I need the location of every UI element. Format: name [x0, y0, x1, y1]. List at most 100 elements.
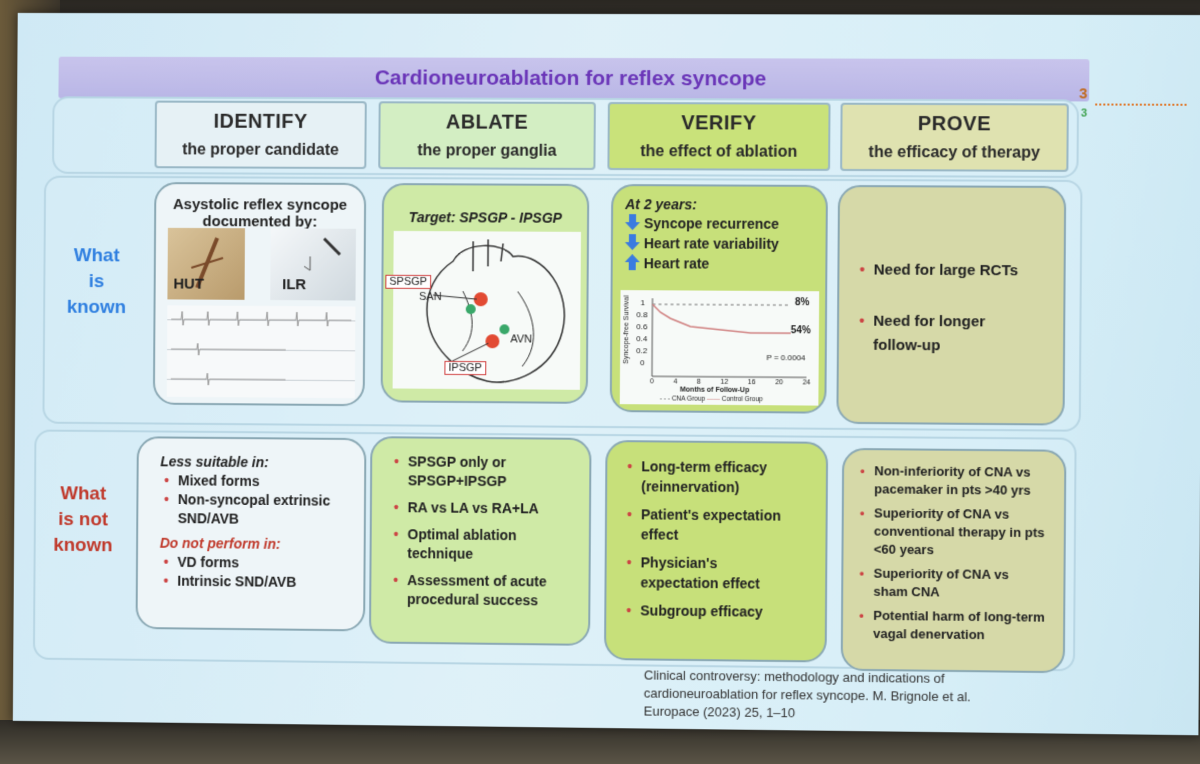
hut-label: HUT [173, 275, 204, 293]
xtick: 4 [673, 378, 678, 386]
heart-diagram: SPSGP SAN AVN IPSGP [385, 230, 581, 390]
ablate-unknown-1: SPSGP only or SPSGP+IPSGP [394, 452, 558, 491]
spsgp-site [474, 292, 489, 307]
header-ablate: ABLATE the proper ganglia [378, 101, 596, 170]
chart-xlabel: Months of Follow-Up [679, 386, 750, 395]
header-ablate-title: ABLATE [445, 111, 529, 134]
header-verify-title: VERIFY [681, 112, 757, 135]
citation: Clinical controversy: methodology and in… [644, 666, 1067, 725]
ilr-label: ILR [282, 276, 307, 294]
ipsgp-site [486, 334, 501, 349]
prove-known-item-1: Need for large RCTs [860, 261, 1019, 279]
known-ablate-card: Target: SPSGP - IPSGP SPSGP SAN AVN IPSG… [380, 183, 590, 404]
survival-curve [620, 298, 819, 406]
prove-known-item-1-text: Need for large RCTs [873, 261, 1019, 280]
prove-known-item-2: Need for longer follow-up [859, 310, 1035, 359]
header-verify-subtitle: the effect of ablation [640, 143, 798, 161]
ilr-image: ILR [270, 228, 356, 301]
verify-item-2-label: Heart rate variability [643, 235, 779, 252]
xtick: 20 [775, 379, 784, 387]
slide-title: Cardioneuroablation for reflex syncope [374, 66, 767, 91]
verify-item-3: Heart rate [624, 254, 826, 272]
san-site [466, 304, 477, 315]
less-suitable-heading: Less suitable in: [160, 453, 269, 471]
verify-item-1-label: Syncope recurrence [643, 215, 780, 232]
verify-unknown-4: Subgroup efficacy [626, 600, 825, 622]
chart-ytick-4: 0.4 [636, 334, 648, 344]
xtick: 8 [696, 378, 701, 386]
chart-xticks: 0 4 8 12 16 20 24 [650, 378, 811, 386]
down-arrow-icon [624, 214, 640, 231]
logo-sub: 3 [1080, 107, 1088, 120]
row-label-known: What is known [55, 243, 138, 321]
verify-item-2: Heart rate variability [624, 234, 826, 252]
label-ipsgp: IPSGP [444, 360, 486, 376]
less-item-2: Non-syncopal extrinsic SND/AVB [164, 490, 356, 530]
avn-site [500, 324, 511, 335]
up-arrow-icon [624, 254, 640, 271]
chart-ylabel: Syncope-free Survival [622, 295, 631, 364]
prove-unknown-2: Superiority of CNA vs conventional thera… [860, 504, 1066, 560]
prove-unknown-1: Non-inferiority of CNA vs pacemaker in p… [860, 462, 1066, 500]
not-known-prove-card: Non-inferiority of CNA vs pacemaker in p… [840, 447, 1067, 674]
logo: 3 [1078, 85, 1088, 103]
chart-ytick-5: 0.2 [636, 346, 648, 356]
dont-item-1: VD forms [164, 553, 364, 574]
chart-ytick-1: 1 [640, 298, 645, 308]
do-not-perform-heading: Do not perform in: [159, 534, 281, 552]
label-avn: AVN [510, 333, 533, 346]
known-verify-card: At 2 years: Syncope recurrence Heart rat… [609, 184, 828, 414]
known-identify-card: Asystolic reflex syncope documented by: … [152, 182, 367, 407]
chart-legend: - - - CNA Group —— Control Group [659, 395, 763, 404]
xtick: 0 [649, 378, 654, 386]
known-label-line2: is [88, 271, 105, 293]
verify-item-1: Syncope recurrence [624, 214, 826, 232]
chart-ytick-2: 0.8 [636, 310, 648, 320]
chart-ytick-3: 0.6 [636, 322, 648, 332]
verify-unknown-3: Physician's expectation effect [626, 552, 791, 594]
label-spsgp: SPSGP [385, 274, 432, 289]
header-identify-title: IDENTIFY [213, 110, 308, 133]
label-san: SAN [419, 290, 442, 304]
ablate-unknown-2: RA vs LA vs RA+LA [394, 498, 589, 519]
header-identify: IDENTIFY the proper candidate [154, 100, 367, 170]
identify-heading1: Asystolic reflex syncope [172, 196, 348, 214]
not-known-verify-card: Long-term efficacy (reinnervation) Patie… [603, 440, 829, 663]
ablate-unknown-4: Assessment of acute procedural success [393, 571, 577, 611]
known-label-line3: known [66, 296, 127, 319]
title-bar: Cardioneuroablation for reflex syncope [58, 56, 1090, 102]
verify-unknown-1: Long-term efficacy (reinnervation) [627, 456, 802, 498]
legend-cna: CNA Group [671, 395, 706, 403]
verify-heading: At 2 years: [625, 196, 697, 213]
xtick: 24 [802, 379, 811, 387]
citation-line3: Europace (2023) 25, 1–10 [643, 703, 796, 721]
row-label-not-known: What is not known [41, 481, 124, 559]
heart-illustration [393, 239, 581, 390]
chart-ytick-6: 0 [640, 358, 645, 368]
header-ablate-subtitle: the proper ganglia [417, 142, 557, 160]
not-known-ablate-card: SPSGP only or SPSGP+IPSGP RA vs LA vs RA… [368, 436, 592, 646]
header-prove-subtitle: the efficacy of therapy [868, 143, 1041, 162]
not-known-label-line1: What [60, 483, 107, 505]
hut-image: HUT [167, 227, 245, 300]
verify-unknown-2: Patient's expectation effect [627, 504, 812, 546]
projected-slide: Cardioneuroablation for reflex syncope 3… [12, 12, 1200, 736]
down-arrow-icon [624, 234, 640, 251]
ecg-trace [167, 305, 356, 398]
header-verify: VERIFY the effect of ablation [607, 102, 831, 171]
chart-label-bottom: 54% [790, 325, 811, 337]
not-known-label-line2: is not [58, 509, 109, 531]
chart-pvalue: P = 0.0004 [766, 353, 806, 363]
xtick: 12 [720, 378, 729, 386]
ablate-unknown-3: Optimal ablation technique [393, 525, 557, 564]
less-item-1: Mixed forms [164, 471, 364, 492]
verify-item-3-label: Heart rate [643, 255, 710, 272]
xtick: 16 [747, 379, 756, 387]
header-prove: PROVE the efficacy of therapy [840, 102, 1069, 172]
known-label-line1: What [73, 245, 120, 267]
not-known-label-line3: known [53, 534, 113, 557]
logo-graphic [1095, 89, 1187, 106]
prove-unknown-3: Superiority of CNA vs sham CNA [859, 565, 1045, 603]
legend-control: Control Group [721, 395, 763, 404]
dont-item-2: Intrinsic SND/AVB [163, 572, 363, 593]
